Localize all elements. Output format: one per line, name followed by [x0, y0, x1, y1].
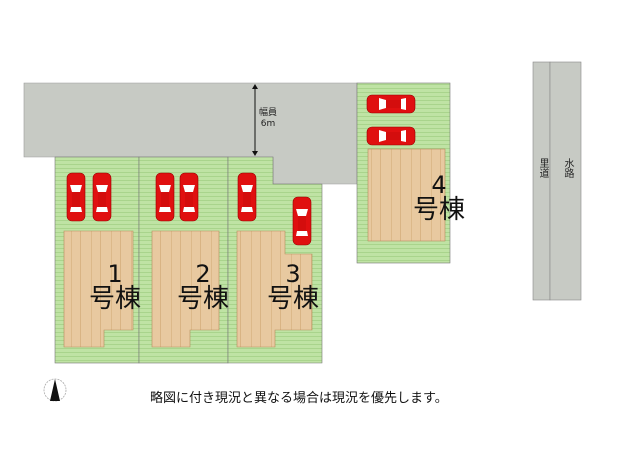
lot-4-number: 4 — [431, 171, 447, 199]
waterway — [549, 61, 582, 301]
car-icon — [292, 196, 312, 246]
north-compass-icon — [43, 378, 67, 402]
lot-3-building-label: 号棟 — [266, 284, 319, 314]
lot-4-building-label: 号棟 — [412, 195, 465, 225]
lot-4-label: 4 号棟 — [396, 173, 482, 223]
building-1 — [63, 230, 134, 348]
road-width-label-line2: 6m — [260, 119, 276, 129]
road-width-label-line1: 幅員 — [259, 108, 278, 118]
lot-2-building-label: 号棟 — [176, 284, 229, 314]
lot-2-number: 2 — [195, 260, 211, 288]
side-path — [532, 61, 551, 301]
car-icon — [237, 172, 257, 222]
road-width-label: 幅員 6m — [259, 108, 277, 130]
car-icon — [179, 172, 199, 222]
car-icon — [155, 172, 175, 222]
car-icon — [366, 126, 416, 146]
lot-3-number: 3 — [285, 260, 301, 288]
lot-1-building-label: 号棟 — [88, 284, 141, 314]
disclaimer-caption: 略図に付き現況と異なる場合は現況を優先します。 — [150, 391, 448, 406]
lot-1-label: 1 号棟 — [72, 262, 158, 312]
side-path-label: 里道 — [537, 158, 548, 178]
building-3 — [236, 230, 313, 348]
lot-2-label: 2 号棟 — [160, 262, 246, 312]
car-icon — [366, 94, 416, 114]
car-icon — [92, 172, 112, 222]
car-icon — [66, 172, 86, 222]
lot-1-number: 1 — [107, 260, 123, 288]
lot-3-label: 3 号棟 — [250, 262, 336, 312]
building-2 — [151, 230, 220, 348]
waterway-label: 水路 — [562, 158, 573, 178]
road-width-arrow — [252, 84, 258, 156]
building-4 — [367, 148, 446, 242]
